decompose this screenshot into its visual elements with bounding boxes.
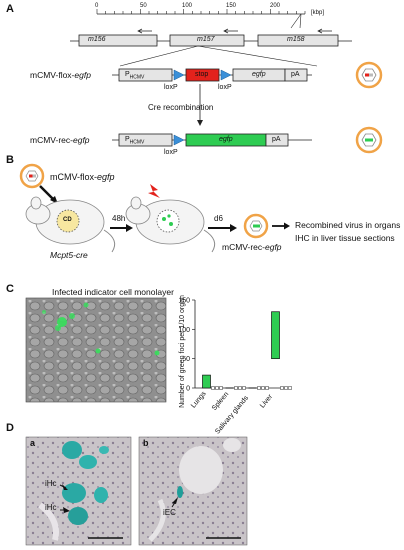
construct-label-flox: mCMV-flox-egfp: [30, 70, 91, 80]
scale-tick-0: 0: [95, 3, 99, 9]
chart-point: [234, 386, 238, 390]
panel-label-d: D: [6, 422, 14, 434]
micrograph-d-b: [138, 436, 248, 546]
genome-scale-ticks: [96, 9, 306, 14]
time-d6-label: d6: [214, 214, 223, 223]
virus-icon-inoculum: [19, 163, 45, 189]
promoter-box-flox: [118, 68, 173, 82]
loxp-label-2: loxP: [218, 84, 232, 91]
scale-unit: [kbp]: [311, 10, 325, 16]
stop-cassette: [185, 68, 220, 82]
iec-label: iEC: [163, 508, 176, 517]
chart-point: [288, 386, 292, 390]
stop-label: stop: [195, 71, 209, 78]
chart-bar: [271, 311, 280, 360]
construct-label-rec: mCMV-rec-egfp: [30, 135, 90, 145]
outcome-line-2: IHC in liver tissue sections: [295, 233, 395, 243]
chart-bar: [202, 374, 211, 389]
promoter-box-rec: [118, 133, 173, 147]
virus-icon-rec: [355, 126, 383, 154]
gene-label-m158: m158: [287, 36, 305, 43]
gene-label-m156: m156: [88, 36, 106, 43]
gene-m158: [257, 34, 339, 47]
scale-tick-50: 50: [140, 3, 147, 9]
panel-label-b: B: [6, 154, 14, 166]
scale-tick-150: 150: [226, 3, 237, 9]
gene-m156: [78, 34, 158, 47]
chart-marks: [202, 311, 292, 390]
time-48h-label: 48h: [112, 214, 126, 223]
mouse-icon-1: [25, 196, 116, 253]
panel-label-c: C: [6, 283, 14, 295]
gene-m157: [169, 34, 245, 47]
loxp-site-1: [173, 69, 185, 81]
scale-tick-100: 100: [182, 3, 193, 9]
pa-label-flox: pA: [291, 71, 300, 78]
chart-point: [215, 386, 219, 390]
recombined-virus-label: mCMV-rec-egfp: [222, 242, 282, 252]
inoculum-virus-label: mCMV-flox-egfp: [50, 172, 115, 182]
egfp-label-rec: egfp: [219, 136, 233, 143]
loxp-site-2: [220, 69, 232, 81]
chart-ytick-label: 150: [178, 298, 190, 305]
pa-label-rec: pA: [272, 136, 281, 143]
loxp-label-1: loxP: [164, 84, 178, 91]
scale-tick-200: 200: [270, 3, 281, 9]
chart-point: [257, 386, 261, 390]
chart-point: [280, 386, 284, 390]
virus-icon-recombined: [243, 213, 269, 239]
chart-point: [211, 386, 215, 390]
panel-label-a: A: [6, 3, 14, 15]
micrograph-d-a: [25, 436, 132, 546]
virus-icon-flox: [355, 61, 383, 89]
micrograph-title: Infected indicator cell monolayer: [52, 287, 174, 297]
ihc-label-2: iHc: [45, 503, 57, 512]
mouse-strain-label: Mcpt5-cre: [50, 250, 88, 260]
cre-recombination-label: Cre recombination: [148, 103, 214, 112]
promoter-label-flox: PHCMV: [125, 71, 145, 81]
chart-point: [238, 386, 242, 390]
green-foci: [42, 302, 160, 356]
outcome-line-1: Recombined virus in organs: [295, 220, 401, 230]
chart-ytick-label: 50: [182, 356, 190, 363]
loxp-site-rec: [173, 134, 185, 146]
loxp-label-rec: loxP: [164, 149, 178, 156]
mouse-icon-2: [125, 196, 216, 253]
chart-point: [242, 386, 246, 390]
chart-point: [284, 386, 288, 390]
chart-point: [261, 386, 265, 390]
pa-box-flox: [284, 68, 308, 82]
pa-box-rec: [265, 133, 289, 147]
chart-ytick-label: 0: [186, 386, 190, 393]
chart-point: [219, 386, 223, 390]
micrograph-a-label: a: [30, 438, 36, 448]
egfp-label-flox: egfp: [252, 71, 266, 78]
ihc-label-1: iHc: [45, 479, 57, 488]
chart-point: [265, 386, 269, 390]
lightning-icon: [148, 184, 160, 198]
chart-ytick-label: 100: [178, 327, 190, 334]
promoter-label-rec: PHCMV: [125, 136, 145, 146]
gene-label-m157: m157: [197, 36, 215, 43]
micrograph-b-label: b: [143, 438, 149, 448]
mouse-inside-label: CD: [63, 217, 72, 223]
